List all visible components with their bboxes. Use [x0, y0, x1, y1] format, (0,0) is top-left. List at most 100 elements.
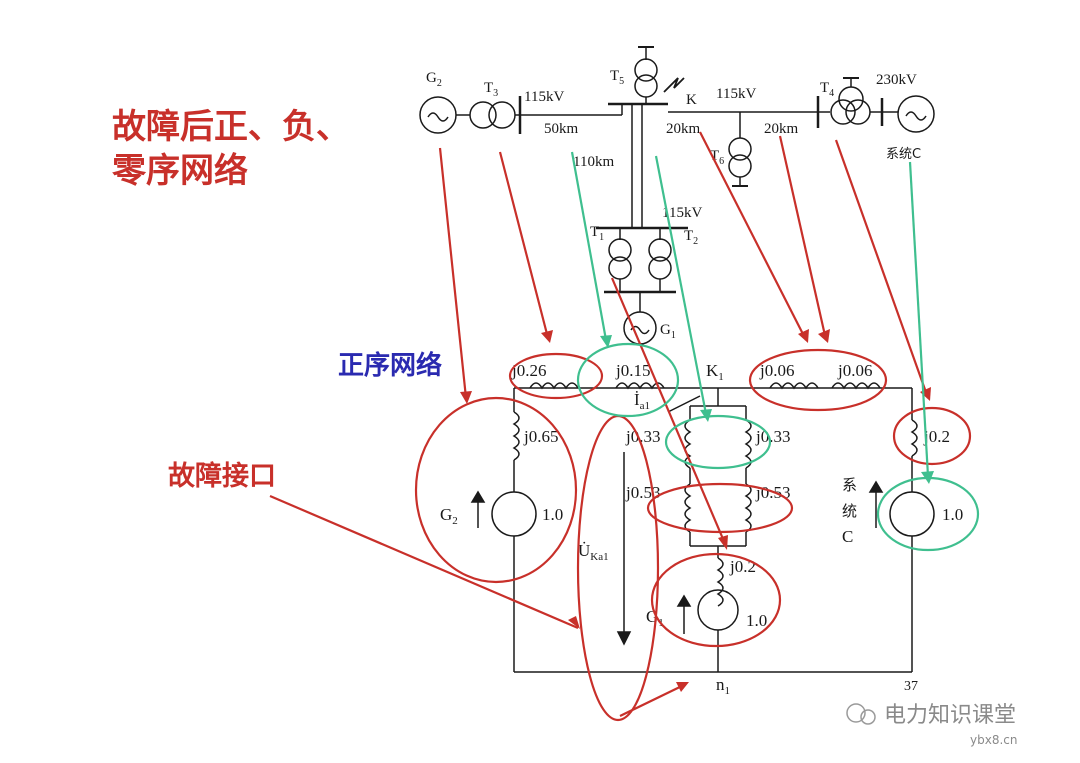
label-230kv: 230kV — [876, 72, 917, 88]
svg-text:T2: T2 — [684, 228, 698, 247]
reactance-j033-b — [744, 419, 752, 469]
red-annotations — [269, 131, 972, 722]
wechat-icon — [846, 703, 866, 723]
label-t3: T — [484, 80, 493, 96]
label-e-g1: 1.0 — [746, 611, 767, 630]
transformer-t6-symbol — [728, 137, 752, 161]
fault-k-symbol — [663, 77, 685, 93]
ellipse-j02-right — [892, 406, 972, 466]
source-g2 — [491, 491, 537, 537]
ellipse-j006 — [748, 348, 888, 412]
source-system-c — [889, 491, 935, 537]
label-j053-a: j0.53 — [625, 483, 660, 502]
ellipse-g2-branch — [414, 396, 578, 584]
svg-text:n1: n1 — [716, 675, 730, 697]
label-uka1: U̇ — [578, 541, 590, 560]
label-j033-a: j0.33 — [625, 427, 660, 446]
label-50km: 50km — [544, 121, 579, 137]
label-sys-3: C — [842, 527, 853, 546]
green-arrowheads — [600, 335, 934, 484]
reactance-j053-b — [744, 483, 752, 533]
red-arrowheads — [460, 329, 931, 692]
label-e-g2: 1.0 — [542, 505, 563, 524]
label-115kv-right: 115kV — [716, 86, 756, 102]
label-j02-right: j0.2 — [923, 427, 950, 446]
green-annotations — [570, 151, 980, 552]
svg-text:İa1: İa1 — [634, 390, 650, 412]
system-c-source — [897, 95, 935, 133]
label-t4: T — [820, 80, 829, 96]
transformer-t3-symbol — [469, 101, 497, 129]
positive-seq-title: 正序网络 — [338, 350, 442, 381]
label-j02-g1: j0.2 — [729, 557, 756, 576]
label-20km-a: 20km — [666, 121, 701, 137]
page-number: 37 — [904, 679, 918, 694]
label-ia1: İ — [634, 390, 640, 409]
ellipse-fault-port — [576, 414, 660, 722]
reactance-j006-b — [831, 382, 881, 390]
svg-text:K1: K1 — [706, 361, 724, 383]
label-t5: T — [610, 68, 619, 84]
svg-text:G2: G2 — [440, 505, 458, 527]
label-j065: j0.65 — [523, 427, 558, 446]
svg-text:T5: T5 — [610, 68, 624, 87]
transformer-t5-symbol — [634, 58, 658, 82]
label-system-c: 系统C — [886, 147, 921, 162]
label-115kv-mid: 115kV — [662, 205, 702, 221]
ellipse-j026 — [508, 352, 604, 400]
one-line-diagram — [419, 46, 935, 345]
equivalent-network — [470, 382, 935, 673]
label-g2: G — [426, 70, 437, 86]
title-line-2: 零序网络 — [112, 151, 248, 191]
one-line-labels: G2 T3 T5 K 115kV 115kV 230kV 50km 110km … — [426, 68, 921, 341]
label-k1: K — [706, 361, 719, 380]
watermark: 电力知识课堂 ybx8.cn — [846, 703, 1017, 747]
label-j006-a: j0.06 — [759, 361, 794, 380]
generator-g2-symbol — [419, 96, 457, 134]
watermark-text: 电力知识课堂 — [884, 703, 1016, 728]
label-t1: T — [590, 224, 599, 240]
label-sys-1: 系 — [842, 476, 857, 494]
network-labels: j0.26 j0.15 K1 j0.06 j0.06 İa1 j0.65 j0.… — [440, 361, 963, 697]
label-sys-2: 统 — [842, 502, 857, 520]
svg-text:T6: T6 — [710, 148, 724, 167]
reactance-j02-g1 — [716, 557, 724, 607]
svg-text:U̇Ka1: U̇Ka1 — [578, 541, 609, 563]
label-j033-b: j0.33 — [755, 427, 790, 446]
reactance-j026 — [529, 382, 579, 390]
fault-port-label: 故障接口 — [168, 460, 276, 492]
label-t2: T — [684, 228, 693, 244]
svg-text:G1: G1 — [660, 322, 676, 341]
reactance-j033-a — [684, 419, 692, 469]
svg-text:T4: T4 — [820, 80, 834, 99]
ellipse-j033 — [664, 414, 772, 470]
label-j015: j0.15 — [615, 361, 650, 380]
label-t6: T — [710, 148, 719, 164]
label-n1: n — [716, 675, 725, 694]
reactance-j053-a — [684, 483, 692, 533]
label-g2-net: G — [440, 505, 452, 524]
ellipse-j053 — [646, 482, 794, 534]
transformer-t1-symbol — [608, 238, 632, 262]
transformer-t2-symbol — [648, 238, 672, 262]
svg-text:T1: T1 — [590, 224, 604, 243]
label-110km: 110km — [573, 154, 614, 170]
title-line-1: 故障后正、负、 — [112, 107, 350, 147]
label-g1-top: G — [660, 322, 671, 338]
label-115kv-left: 115kV — [524, 89, 564, 105]
label-k: K — [686, 92, 697, 108]
reactance-j015 — [615, 382, 665, 390]
source-g1 — [697, 589, 739, 631]
svg-text:G2: G2 — [426, 70, 442, 89]
transformer-t4-symbol — [830, 99, 856, 125]
ellipse-j015 — [576, 342, 680, 418]
label-j006-b: j0.06 — [837, 361, 872, 380]
watermark-url: ybx8.cn — [970, 733, 1017, 747]
reactance-j065 — [512, 411, 520, 461]
reactance-j006-a — [769, 382, 819, 390]
ellipse-g1-branch — [650, 552, 782, 648]
label-e-sys: 1.0 — [942, 505, 963, 524]
label-j026: j0.26 — [511, 361, 546, 380]
